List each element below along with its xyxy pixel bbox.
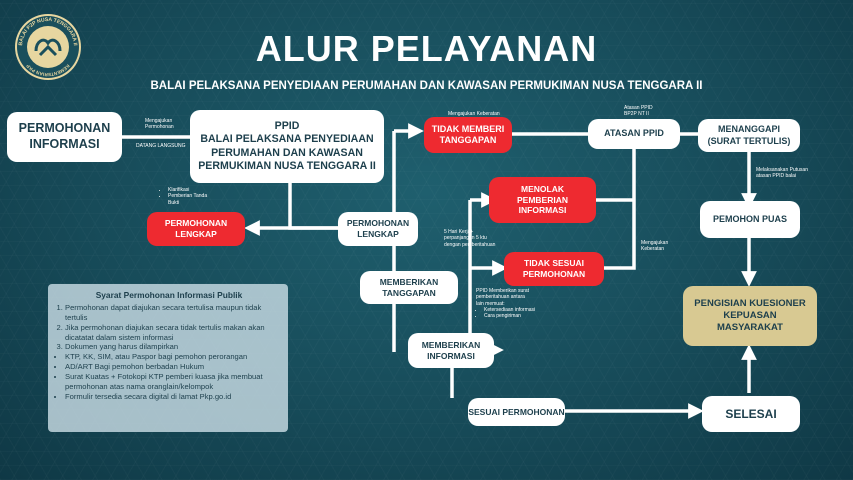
requirements-bullet-list: KTP, KK, SIM, atau Paspor bagi pemohon p… [56, 352, 282, 401]
note-datang-langsung: DATANG LANGSUNG [136, 143, 186, 149]
balai-logo: BALAI P2P NUSA TENGGARA II KEMENTERIAN P… [15, 14, 81, 80]
requirement-item: Jika permohonan diajukan secara tidak te… [65, 323, 282, 343]
node-sesuai-permohonan: SESUAI PERMOHONAN [468, 398, 565, 426]
requirement-bullet: Formulir tersedia secara digital di lama… [65, 392, 282, 402]
node-atasan-ppid: ATASAN PPID [588, 119, 680, 149]
note-mengajukan-keberatan-top: Mengajukan Keberatan [448, 111, 500, 117]
page-title: ALUR PELAYANAN [255, 28, 598, 69]
requirement-bullet: AD/ART Bagi pemohon berbadan Hukum [65, 362, 282, 372]
node-selesai: SELESAI [702, 396, 800, 432]
requirement-bullet: KTP, KK, SIM, atau Paspor bagi pemohon p… [65, 352, 282, 362]
line-ppid-down [288, 183, 338, 230]
page-subtitle: BALAI PELAKSANA PENYEDIAAN PERUMAHAN DAN… [150, 80, 703, 92]
requirement-item: Permohonan dapat diajukan secara tertuli… [65, 303, 282, 323]
requirement-item: Dokumen yang harus dilampirkan [65, 342, 282, 352]
requirements-title: Syarat Permohonan Informasi Publik [95, 290, 243, 300]
requirements-panel: Syarat Permohonan Informasi Publik Permo… [48, 284, 288, 432]
requirement-bullet: Surat Kuatas + Fotokopi KTP pemberi kuas… [65, 372, 282, 392]
line-atasan-to-right [604, 149, 636, 270]
requirements-numbered-list: Permohonan dapat diajukan secara tertuli… [56, 303, 282, 352]
note-klarifikasi: Klarifikasi Pemberian Tanda Bukti [160, 187, 207, 206]
node-pemohon-puas: PEMOHON PUAS [700, 201, 800, 238]
node-menanggapi: MENANGGAPI(SURAT TERTULIS) [698, 119, 800, 152]
